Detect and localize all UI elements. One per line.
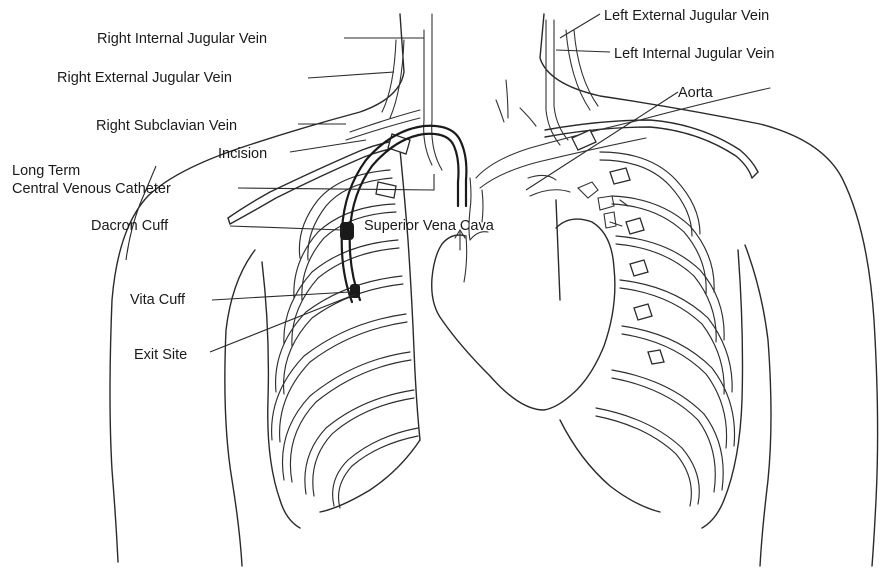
- clavicles: [228, 120, 758, 224]
- label-incision: Incision: [218, 146, 267, 162]
- label-left-external-jugular-vein: Left External Jugular Vein: [604, 8, 769, 24]
- heart: [432, 219, 615, 410]
- great-vessels: [469, 80, 770, 240]
- label-dacron-cuff: Dacron Cuff: [91, 218, 169, 234]
- label-superior-vena-cava: Superior Vena Cava: [364, 218, 495, 234]
- label-aorta: Aorta: [678, 85, 714, 101]
- label-right-internal-jugular-vein: Right Internal Jugular Vein: [97, 31, 267, 47]
- body-outline: [110, 14, 878, 566]
- rib-cage-left-side: [556, 130, 743, 528]
- dacron-cuff-marker: [340, 222, 354, 240]
- label-right-external-jugular-vein: Right External Jugular Vein: [57, 70, 232, 86]
- label-exit-site: Exit Site: [134, 347, 187, 363]
- label-long-term-line1: Long Term: [12, 163, 80, 179]
- rib-cage-right-side: [262, 150, 420, 528]
- label-left-internal-jugular-vein: Left Internal Jugular Vein: [614, 46, 774, 62]
- label-long-term-line2: Central Venous Catheter: [12, 181, 171, 197]
- label-vita-cuff: Vita Cuff: [130, 292, 186, 308]
- label-right-subclavian-vein: Right Subclavian Vein: [96, 118, 237, 134]
